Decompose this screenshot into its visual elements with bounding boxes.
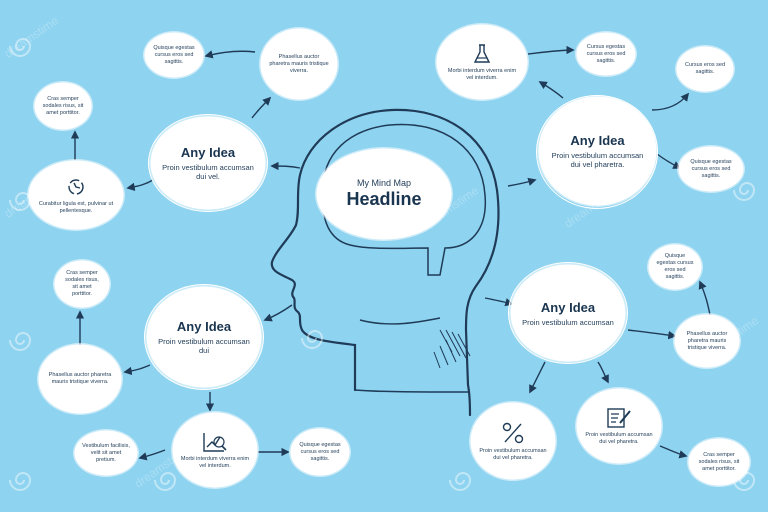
connector-arrow (263, 304, 293, 322)
note-text: Curabitur ligula est, pulvinar ut pellen… (38, 200, 114, 214)
idea-text: Proin vestibulum accumsan dui vel pharet… (551, 151, 644, 169)
idea-title: Any Idea (180, 145, 236, 160)
spiral-decoration (9, 472, 32, 491)
connector-arrow (529, 361, 546, 394)
note-text: Vestibulum facilisis, velit sit amet pre… (82, 442, 130, 463)
note-node: Quisque egestas cursus eros sed sagittis… (292, 430, 348, 474)
note-node: Cursus eros sed sagittis. (678, 48, 732, 90)
note-text: Quisque egestas cursus eros sed sagittis… (299, 441, 341, 462)
note-node: Quisque egestas cursus eros sed sagittis… (146, 34, 202, 76)
idea-node-top-left: Any Idea Proin vestibulum accumsan dui v… (152, 118, 264, 208)
connector-arrow (484, 297, 514, 307)
connector-arrow (527, 45, 575, 55)
note-text: Cras semper sodales risus, sit amet port… (42, 95, 84, 116)
note-node: Quisque egestas cursus eros sed sagittis… (680, 148, 742, 190)
connector-arrow (656, 153, 682, 169)
spiral-decoration (301, 330, 324, 349)
headline-pre: My Mind Map (356, 178, 411, 188)
idea-title: Any Idea (176, 319, 232, 334)
connector-arrow (126, 179, 154, 192)
note-text: Cursus eros sed sagittis. (684, 62, 726, 75)
idea-title: Any Idea (540, 299, 596, 315)
note-node: Phasellus auctor pharetra mauris tristiq… (676, 316, 738, 366)
percent-icon (502, 422, 524, 443)
note-node: Cras semper sodales risus, sit amet port… (56, 262, 108, 306)
connector-arrow (123, 364, 151, 376)
idea-text: Proin vestibulum accumsan (522, 317, 614, 327)
note-node: Proin vestibulum accumsan dui vel pharet… (578, 390, 660, 462)
connector-arrow (659, 445, 688, 459)
document-pen-icon (607, 407, 631, 428)
idea-node-top-right: Any Idea Proin vestibulum accumsan dui v… (540, 98, 655, 204)
recycle-icon (68, 178, 84, 195)
headline-title: Headline (346, 189, 422, 209)
note-node: Curabitur ligula est, pulvinar ut pellen… (30, 162, 122, 228)
spiral-decoration (9, 38, 32, 57)
connector-arrow (138, 449, 166, 461)
note-node: Cursus egestas cursus eros sed sagittis. (578, 34, 634, 74)
note-text: Phasellus auctor pharetra mauris tristiq… (686, 330, 728, 351)
note-text: Quisque egestas cursus eros sed sagittis… (690, 158, 732, 179)
head-outline (270, 108, 500, 417)
connector-arrow (270, 161, 301, 171)
note-text: Phasellus auctor pharetra mauris tristiq… (48, 372, 112, 385)
neck-hatching (433, 329, 471, 369)
connector-arrow (204, 50, 256, 59)
note-text: Cras semper sodales risus, sit amet port… (698, 451, 740, 472)
note-text: Proin vestibulum accumsan dui vel pharet… (585, 431, 653, 445)
idea-title: Any Idea (570, 133, 625, 148)
note-node: Morbi interdum viverra enim vel interdum… (438, 26, 526, 98)
connector-arrow (627, 329, 677, 340)
flask-icon (473, 43, 491, 63)
shoulder-line (354, 389, 471, 393)
spiral-decoration (154, 472, 177, 491)
note-text: Morbi interdum viverra enim vel interdum… (180, 455, 250, 469)
connector-arrow (251, 96, 272, 119)
growth-chart-icon (203, 432, 227, 452)
note-text: Quisque egestas cursus eros sed sagittis… (153, 44, 195, 65)
connector-arrow (597, 361, 609, 384)
spiral-decoration (733, 472, 756, 491)
note-node: Quisque egestas cursus eros sed sagittis… (650, 246, 700, 288)
spiral-decoration (9, 332, 32, 351)
idea-node-bottom-right: Any Idea Proin vestibulum accumsan (512, 266, 624, 360)
note-node: Cras semper sodales risus, sit amet port… (36, 84, 90, 128)
connector-arrow (698, 280, 711, 316)
note-text: Proin vestibulum accumsan dui vel pharet… (479, 447, 547, 461)
headline-node: My Mind Map Headline (318, 150, 450, 238)
spiral-decoration (733, 182, 756, 201)
connector-arrow (538, 81, 564, 99)
note-text: Morbi interdum viverra enim vel interdum… (447, 67, 517, 81)
note-node: Phasellus auctor pharetra mauris tristiq… (40, 346, 120, 412)
ear-curve (359, 317, 441, 325)
idea-text: Proin vestibulum accumsan dui vel. (162, 163, 254, 181)
spiral-decoration (9, 192, 32, 211)
note-node: Morbi interdum viverra enim vel interdum… (174, 414, 256, 486)
idea-text: Proin vestibulum accumsan dui (158, 337, 250, 355)
note-text: Quisque egestas cursus eros sed sagittis… (656, 253, 694, 280)
spiral-decoration (449, 472, 472, 491)
connector-arrow (507, 177, 537, 187)
note-node: Proin vestibulum accumsan dui vel pharet… (472, 404, 554, 478)
connector-arrow (651, 92, 690, 111)
note-text: Cras semper sodales risus, sit amet port… (65, 270, 99, 297)
note-node: Cras semper sodales risus, sit amet port… (690, 440, 748, 484)
note-text: Cursus egestas cursus eros sed sagittis. (586, 43, 626, 64)
idea-node-bottom-left: Any Idea Proin vestibulum accumsan dui (148, 288, 260, 386)
note-node: Vestibulum facilisis, velit sit amet pre… (76, 432, 136, 474)
note-node: Phasellus auctor pharetra mauris tristiq… (262, 30, 336, 98)
head-outline-inner (323, 123, 487, 276)
note-text: Phasellus auctor pharetra mauris tristiq… (269, 53, 329, 74)
